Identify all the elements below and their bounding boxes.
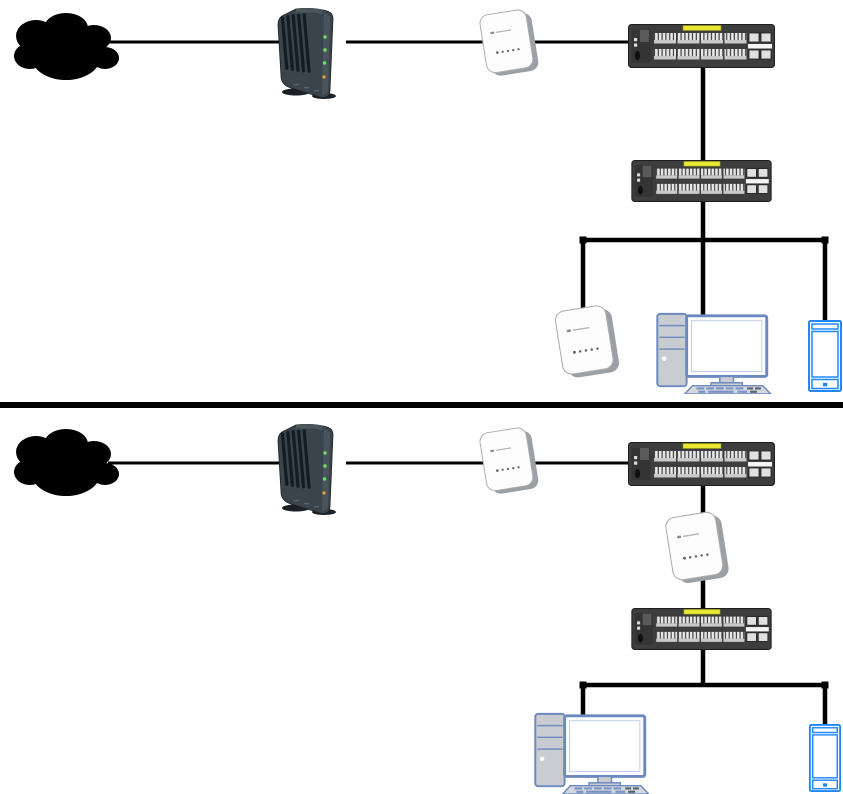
access-point-1[interactable]	[478, 7, 540, 79]
branch-endpoint-caps-bottom	[579, 681, 829, 689]
switch-3[interactable]	[628, 442, 775, 486]
endpoint-cap	[821, 681, 829, 689]
switch-1[interactable]	[628, 24, 775, 68]
switch-2[interactable]	[631, 160, 772, 202]
modem-1[interactable]	[277, 7, 337, 99]
modem-2[interactable]	[277, 423, 337, 515]
endpoint-cap	[579, 681, 587, 689]
topology-top	[14, 7, 842, 394]
switch-4[interactable]	[631, 608, 772, 650]
connections-top	[108, 40, 828, 324]
endpoint-cap	[821, 236, 829, 244]
branch-endpoint-caps-top	[579, 236, 829, 244]
connections-bottom	[108, 461, 828, 730]
internet-cloud-1[interactable]	[14, 13, 119, 80]
endpoint-cap	[579, 236, 587, 244]
access-point-2[interactable]	[553, 303, 620, 381]
phone-1[interactable]	[808, 320, 842, 392]
phone-2[interactable]	[808, 724, 842, 792]
topology-bottom	[14, 423, 842, 794]
section-divider[interactable]	[0, 402, 843, 408]
desktop-1[interactable]	[655, 312, 772, 394]
access-point-3[interactable]	[478, 425, 540, 497]
access-point-4[interactable]	[663, 509, 730, 586]
internet-cloud-2[interactable]	[14, 429, 119, 496]
desktop-2[interactable]	[533, 712, 650, 794]
